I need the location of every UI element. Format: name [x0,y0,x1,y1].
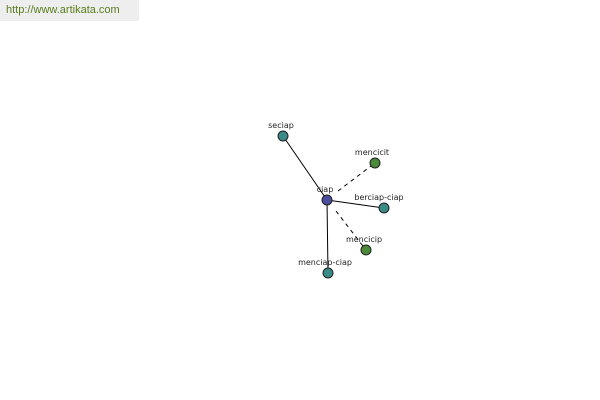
label-mencicip: mencicip [346,235,382,244]
graph-labels: ciap seciap mencicit berciap-ciap mencic… [268,121,403,267]
graph-edges [282,135,385,274]
node-seciap[interactable] [277,130,289,142]
site-url-watermark[interactable]: http://www.artikata.com [0,0,139,21]
label-berciap-ciap: berciap-ciap [354,193,403,202]
label-seciap: seciap [268,121,294,130]
edge-menciap-ciap [326,199,329,274]
label-ciap: ciap [317,185,334,194]
label-menciap-ciap: menciap-ciap [298,258,352,267]
node-mencicit[interactable] [369,157,381,169]
node-mencicip[interactable] [360,244,372,256]
node-menciap-ciap[interactable] [322,267,334,279]
edge-berciap-ciap [326,199,385,209]
edge-seciap [282,135,328,201]
node-berciap-ciap[interactable] [378,202,390,214]
graph-nodes [277,130,390,279]
node-ciap[interactable] [321,194,333,206]
edge-mencicip [335,210,367,251]
label-mencicit: mencicit [355,148,389,157]
edge-mencicit [337,162,376,192]
